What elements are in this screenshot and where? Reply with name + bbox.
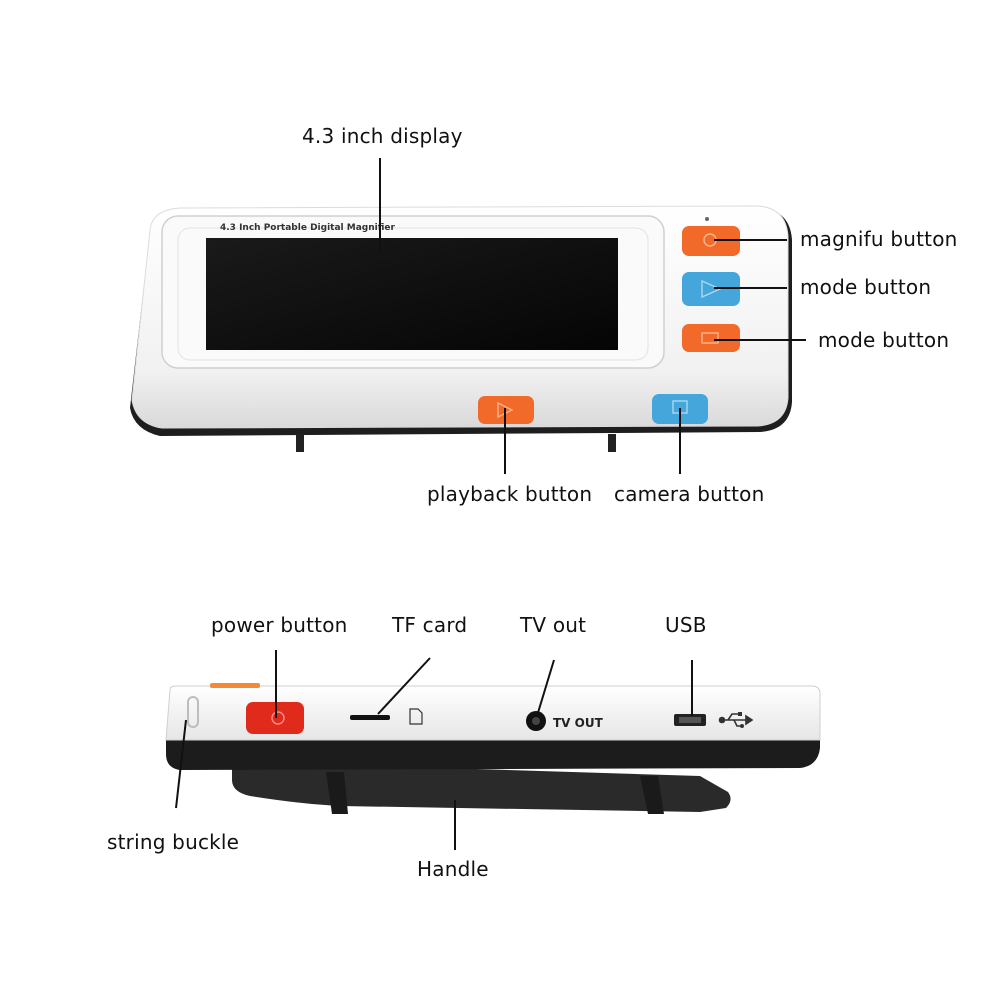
power-icon — [271, 711, 285, 725]
device-front-view: 4.3 Inch Portable Digital Magnifier — [130, 205, 792, 452]
handle-hinge — [326, 772, 348, 814]
usb-icon — [718, 712, 754, 728]
handle[interactable] — [232, 761, 731, 812]
mode-button-2[interactable] — [682, 324, 740, 352]
mode-button-1[interactable] — [682, 272, 740, 306]
top-button-edge — [210, 683, 260, 688]
device-side-base — [166, 740, 820, 770]
device-side-view: TV OUT — [165, 683, 821, 814]
label-playback-button: playback button — [427, 482, 593, 506]
device-foot — [608, 434, 616, 452]
tv-out-jack-inner — [532, 717, 540, 725]
label-mode-button-1: mode button — [800, 275, 932, 299]
label-mode-button-2: mode button — [818, 328, 950, 352]
display-screen — [206, 238, 618, 350]
handle-hinge — [640, 776, 664, 814]
magnify-button[interactable] — [682, 226, 740, 256]
label-tv-out: TV out — [520, 613, 587, 637]
bezel-text: 4.3 Inch Portable Digital Magnifier — [220, 223, 395, 233]
label-tf-card: TF card — [392, 613, 468, 637]
usb-port-inner — [679, 717, 701, 723]
label-handle: Handle — [417, 857, 489, 881]
label-display: 4.3 inch display — [302, 124, 463, 148]
tf-card-slot[interactable] — [350, 715, 390, 720]
device-foot — [296, 434, 304, 452]
label-power-button: power button — [211, 613, 348, 637]
indicator-light — [705, 217, 709, 221]
label-magnify-button: magnifu button — [800, 227, 958, 251]
device-side-shell — [165, 685, 821, 741]
mode-icon-2 — [701, 332, 719, 344]
callout-lines — [175, 158, 806, 850]
tv-out-text: TV OUT — [553, 716, 604, 730]
screen-bezel-inner — [177, 227, 649, 361]
string-buckle[interactable] — [187, 696, 199, 728]
sd-card-icon — [409, 708, 423, 725]
label-usb: USB — [665, 613, 707, 637]
mode-icon — [701, 279, 722, 299]
label-camera-button: camera button — [614, 482, 765, 506]
label-string-buckle: string buckle — [107, 830, 240, 854]
